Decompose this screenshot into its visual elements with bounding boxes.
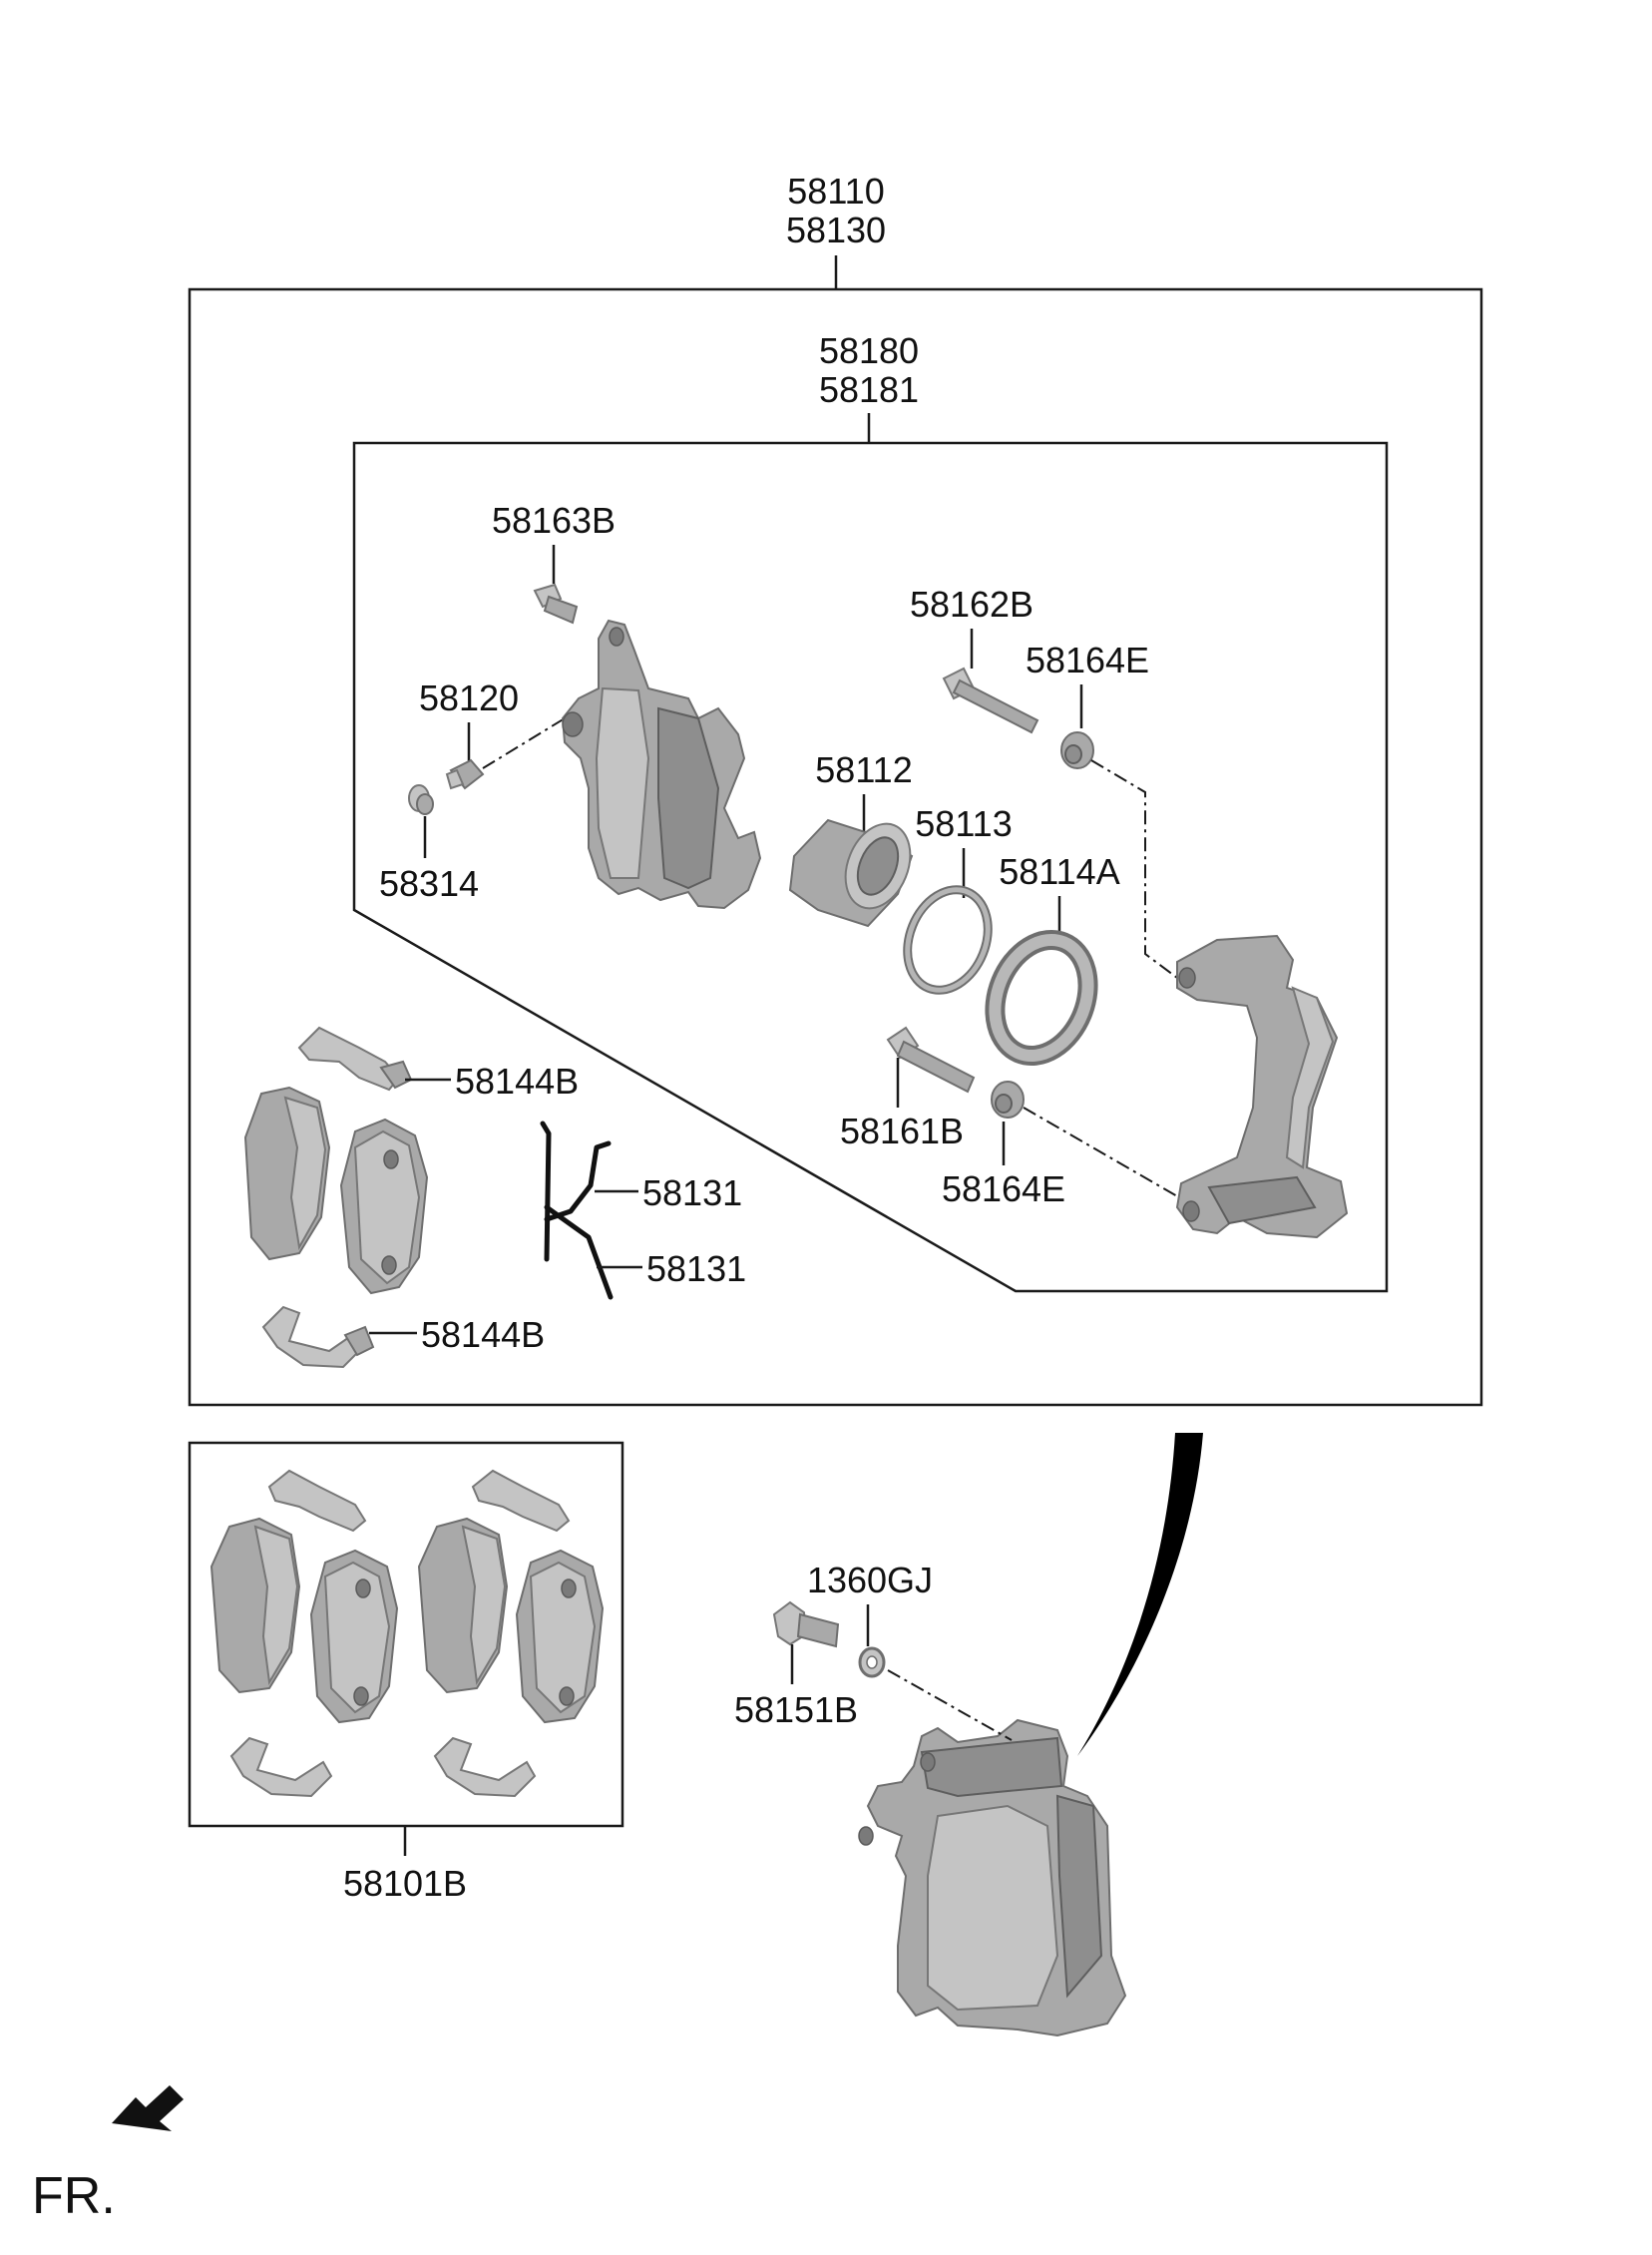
anti-rattle-wires-58131 — [540, 1121, 614, 1300]
piston-58112 — [788, 818, 914, 928]
boot-58164E-bottom — [991, 1081, 1025, 1119]
bleeder-58120 — [445, 758, 485, 790]
dash-58120-to-caliper — [482, 717, 566, 769]
label-58163B[interactable]: 58163B — [492, 500, 616, 541]
label-58131-lower[interactable]: 58131 — [646, 1248, 746, 1289]
dash-58164E-top — [1090, 759, 1178, 979]
guide-bolt-58162B — [942, 667, 1039, 734]
seal-58113 — [903, 885, 993, 995]
bolt-58151B — [772, 1600, 840, 1648]
assembly-pointer-curve — [1077, 1433, 1203, 1756]
caliper-housing-frame — [352, 441, 1389, 1293]
label-58164E-bottom[interactable]: 58164E — [942, 1168, 1065, 1209]
label-58162B[interactable]: 58162B — [910, 584, 1033, 625]
label-58112[interactable]: 58112 — [815, 749, 912, 790]
front-arrow-icon — [112, 2085, 184, 2131]
pad-kit-set-right — [417, 1469, 605, 1798]
label-58144B-bottom[interactable]: 58144B — [421, 1314, 545, 1355]
caliper-housing — [561, 619, 762, 910]
label-58161B[interactable]: 58161B — [840, 1111, 964, 1151]
label-58180[interactable]: 58180 — [819, 330, 919, 371]
pad-kit-set-left — [209, 1469, 399, 1798]
label-58314[interactable]: 58314 — [379, 863, 479, 904]
label-58130[interactable]: 58130 — [786, 210, 886, 250]
brake-pad-outer — [243, 1086, 331, 1261]
dash-1360GJ-to-caliper — [887, 1669, 1013, 1741]
label-58144B-top[interactable]: 58144B — [455, 1061, 579, 1102]
front-direction-label: FR. — [32, 2167, 116, 2225]
label-58113[interactable]: 58113 — [915, 803, 1012, 844]
pad-clip-bottom — [261, 1305, 375, 1369]
dust-boot-58114A — [985, 929, 1098, 1067]
label-58151B[interactable]: 58151B — [734, 1689, 858, 1730]
dash-58164E-bottom — [1023, 1107, 1180, 1198]
label-1360GJ[interactable]: 1360GJ — [807, 1560, 933, 1600]
bolt-58163B — [533, 583, 579, 625]
cap-58314 — [408, 784, 434, 815]
label-58114A[interactable]: 58114A — [999, 851, 1119, 892]
label-58164E-top[interactable]: 58164E — [1026, 640, 1149, 680]
carrier-bracket — [1175, 934, 1349, 1239]
label-58120[interactable]: 58120 — [419, 677, 519, 718]
boot-58164E-top — [1060, 731, 1094, 769]
label-58181[interactable]: 58181 — [819, 369, 919, 410]
brake-pad-inner — [339, 1118, 429, 1295]
label-58131-upper[interactable]: 58131 — [642, 1172, 742, 1213]
pad-clip-top — [297, 1026, 413, 1092]
label-58110[interactable]: 58110 — [787, 171, 884, 212]
assembled-caliper — [858, 1718, 1127, 2037]
label-58101B[interactable]: 58101B — [343, 1863, 467, 1904]
washer-1360GJ — [858, 1646, 886, 1678]
guide-bolt-58161B — [886, 1026, 976, 1094]
